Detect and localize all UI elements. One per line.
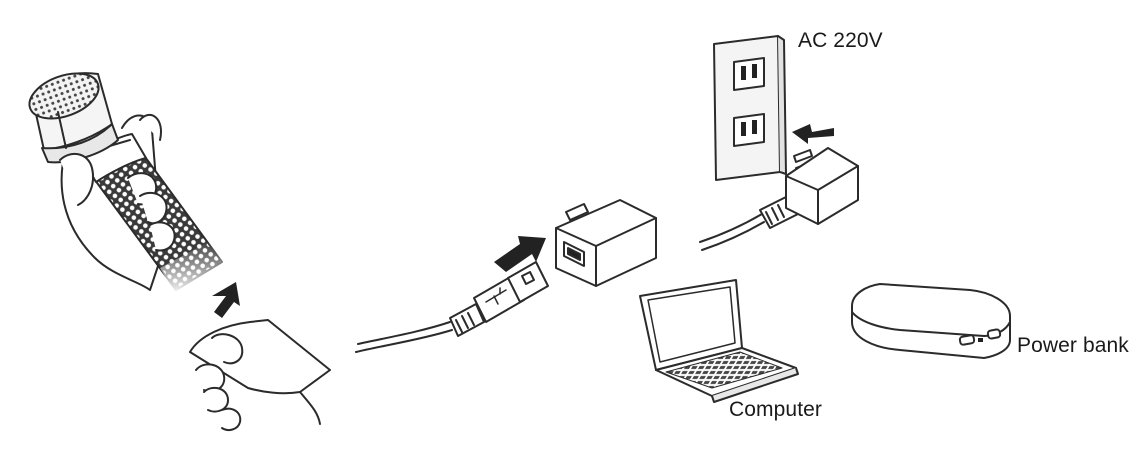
hand-icon [189,319,331,431]
laptop-icon [639,279,799,403]
wall-adapter-icon [555,199,657,287]
power-bank-icon [851,283,1011,359]
arrow-icon [792,124,834,144]
arrow-icon [494,236,546,272]
wall-outlet-icon [713,35,787,181]
power-bank-label: Power bank [1017,334,1129,357]
ac-voltage-label: AC 220V [798,29,883,52]
microphone-icon [28,72,226,296]
arrow-icon [212,282,240,318]
usb-cable-icon [355,261,549,353]
wall-adapter-icon [699,147,859,251]
computer-label: Computer [729,398,823,421]
